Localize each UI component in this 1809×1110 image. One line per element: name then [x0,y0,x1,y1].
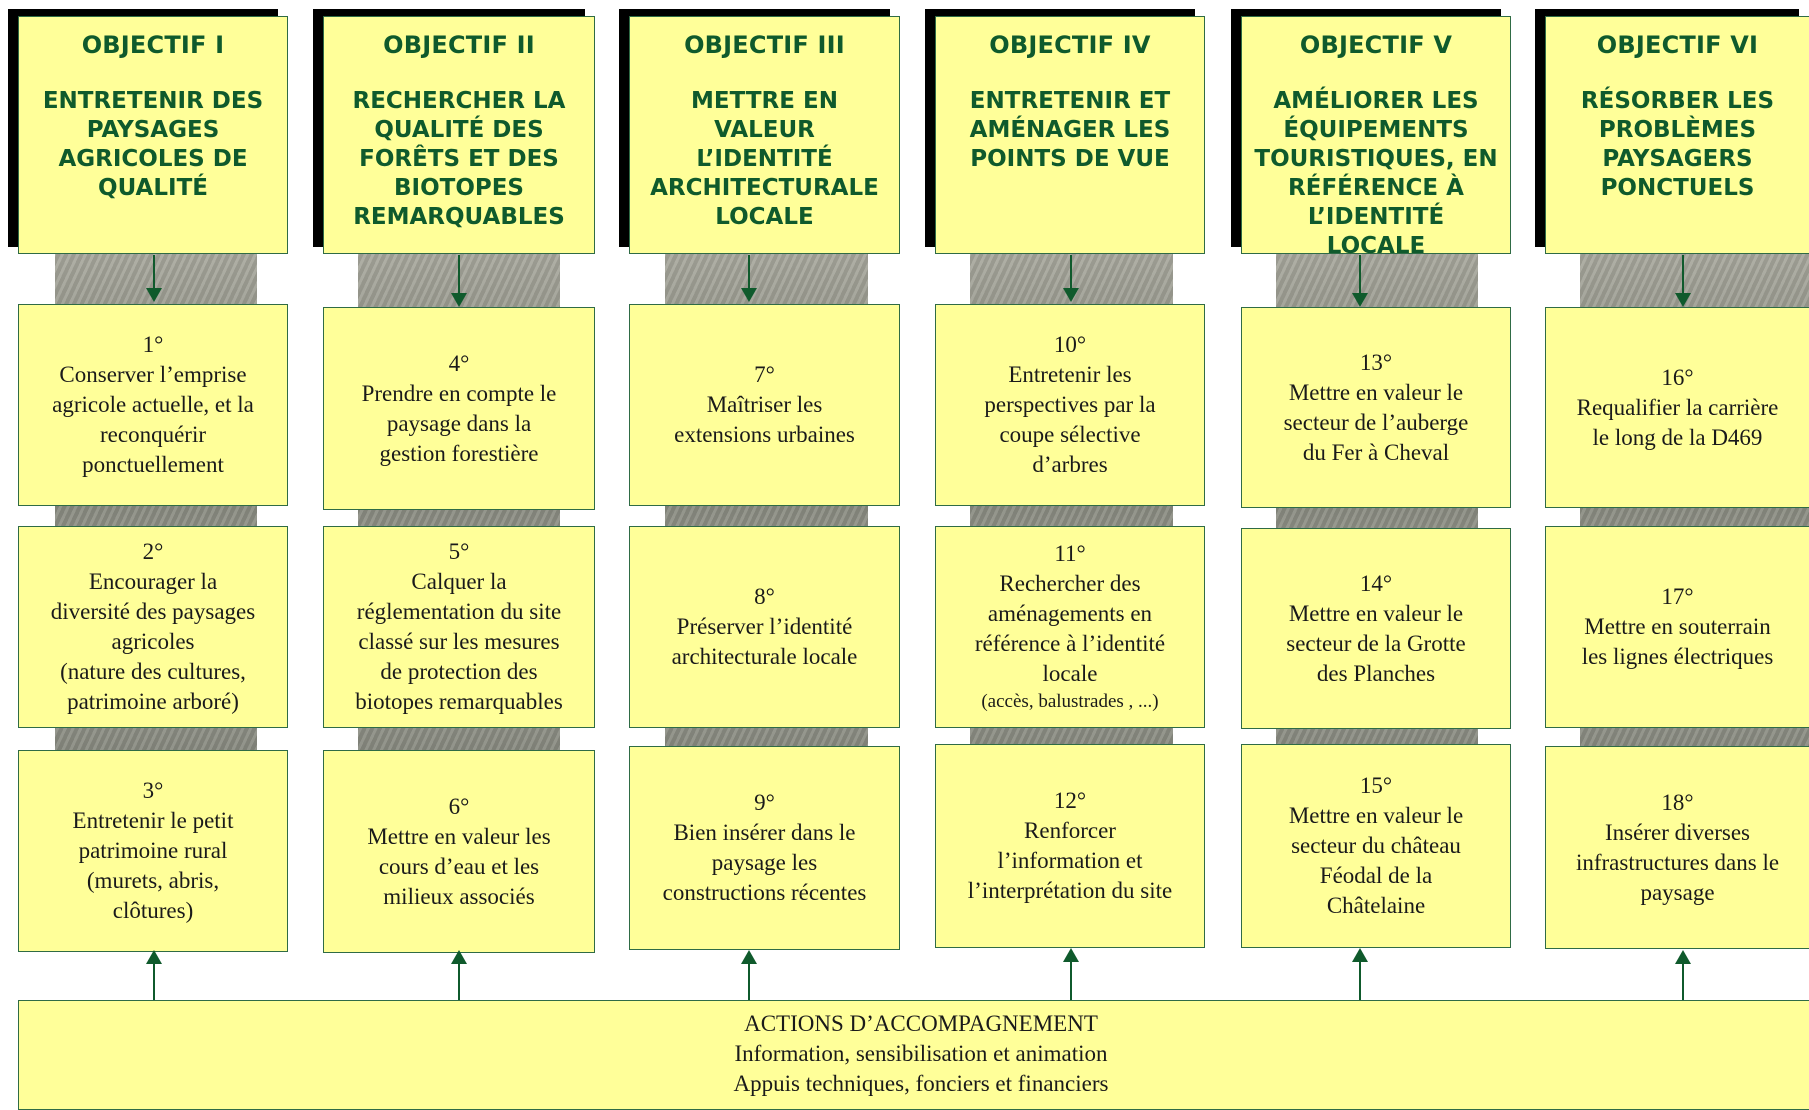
objective-column-1: OBJECTIF I ENTRETENIR DES PAYSAGES AGRIC… [18,0,323,1101]
measure-text: Mettre en valeur le secteur de l’auberge… [1283,379,1469,465]
measure-number: 14° [1359,570,1393,596]
measure-box-4: 4° Prendre en compte le paysage dans la … [323,307,595,510]
arrow-up-icon [146,950,162,1000]
objective-text: ENTRETENIR DES PAYSAGES AGRICOLES DE QUA… [42,88,264,201]
objective-title: OBJECTIF I [81,31,225,59]
measure-number: 11° [1054,541,1086,566]
measure-text: Requalifier la carrière le long de la D4… [1576,394,1779,450]
objective-text: RÉSORBER LES PROBLÈMES PAYSAGERS PONCTUE… [1580,88,1775,201]
measure-note: (accès, balustrades , ...) [981,691,1159,712]
objective-box-6: OBJECTIF VI RÉSORBER LES PROBLÈMES PAYSA… [1545,16,1809,254]
objective-box-3: OBJECTIF III METTRE EN VALEUR L’IDENTITÉ… [629,16,900,254]
objective-column-3: OBJECTIF III METTRE EN VALEUR L’IDENTITÉ… [629,0,934,1101]
measure-box-10: 10° Entretenir les perspectives par la c… [935,304,1205,506]
measure-box-13: 13° Mettre en valeur le secteur de l’aub… [1241,307,1511,508]
measure-number: 3° [142,778,164,803]
arrow-down-icon [1675,255,1691,307]
objective-column-6: OBJECTIF VI RÉSORBER LES PROBLÈMES PAYSA… [1545,0,1809,1101]
objective-column-4: OBJECTIF IV ENTRETENIR ET AMÉNAGER LES P… [935,0,1240,1101]
objective-text: METTRE EN VALEUR L’IDENTITÉ ARCHITECTURA… [650,88,879,230]
arrow-up-icon [1063,948,1079,1000]
arrow-up-icon [1675,950,1691,1000]
measure-number: 15° [1359,773,1393,798]
measure-text: Mettre en souterrain les lignes électriq… [1581,614,1774,669]
actions-title: ACTIONS D’ACCOMPAGNEMENT [744,1011,1098,1036]
actions-line-1: Information, sensibilisation et animatio… [734,1041,1108,1066]
objective-text: ENTRETENIR ET AMÉNAGER LES POINTS DE VUE [969,88,1171,172]
measure-text: Calquer la réglementation du site classé… [355,569,563,714]
arrow-down-icon [1352,255,1368,307]
measure-number: 8° [754,584,775,609]
measure-box-7: 7° Maîtriser les extensions urbaines [629,304,900,506]
measure-text: Préserver l’identité architecturale loca… [671,614,858,669]
measure-box-17: 17° Mettre en souterrain les lignes élec… [1545,526,1809,728]
objective-box-4: OBJECTIF IV ENTRETENIR ET AMÉNAGER LES P… [935,16,1205,254]
objective-column-2: OBJECTIF II RECHERCHER LA QUALITÉ DES FO… [323,0,628,1101]
measure-text: Bien insérer dans le paysage les constru… [662,820,867,905]
measure-text: Insérer diverses infrastructures dans le… [1575,819,1780,905]
measure-box-8: 8° Préserver l’identité architecturale l… [629,526,900,728]
measure-text: Prendre en compte le paysage dans la ges… [361,380,557,466]
objective-title: OBJECTIF V [1299,31,1453,59]
arrow-down-icon [741,255,757,302]
objective-title: OBJECTIF II [383,31,535,59]
measure-number: 4° [448,350,470,376]
objective-text: RECHERCHER LA QUALITÉ DES FORÊTS ET DES … [352,88,566,230]
measure-box-12: 12° Renforcer l’information et l’interpr… [935,744,1205,948]
arrow-up-icon [451,950,467,1000]
measure-number: 18° [1661,789,1694,815]
measure-box-15: 15° Mettre en valeur le secteur du châte… [1241,744,1511,948]
measure-number: 7° [754,362,775,387]
measure-text: Rechercher des aménagements en référence… [974,571,1166,686]
measure-box-6: 6° Mettre en valeur les cours d’eau et l… [323,750,595,953]
measure-text: Conserver l’emprise agricole actuelle, e… [52,362,254,477]
measure-text: Entretenir le petit patrimoine rural (mu… [72,808,234,923]
objective-title: OBJECTIF III [684,31,845,59]
objective-text: AMÉLIORER LES ÉQUIPEMENTS TOURISTIQUES, … [1254,88,1498,259]
measure-box-5: 5° Calquer la réglementation du site cla… [323,526,595,728]
measure-box-18: 18° Insérer diverses infrastructures dan… [1545,746,1809,949]
objective-box-1: OBJECTIF I ENTRETENIR DES PAYSAGES AGRIC… [18,16,288,254]
measure-number: 12° [1053,788,1087,813]
arrow-up-icon [741,950,757,1000]
arrow-up-icon [1352,948,1368,1000]
measure-box-9: 9° Bien insérer dans le paysage les cons… [629,746,900,950]
accompanying-actions-box: ACTIONS D’ACCOMPAGNEMENT Information, se… [18,1000,1809,1110]
measure-text: Entretenir les perspectives par la coupe… [984,362,1156,477]
arrow-down-icon [1063,255,1079,302]
measure-number: 13° [1359,349,1393,375]
measure-number: 5° [448,539,470,564]
measure-box-2: 2° Encourager la diversité des paysages … [18,526,288,728]
objective-title: OBJECTIF IV [989,31,1151,59]
measure-number: 10° [1053,332,1087,357]
measure-number: 1° [142,332,164,357]
measure-text: Mettre en valeur les cours d’eau et les … [367,823,551,909]
arrow-down-icon [451,255,467,307]
measure-box-11: 11° Rechercher des aménagements en référ… [935,526,1205,728]
measure-box-3: 3° Entretenir le petit patrimoine rural … [18,750,288,952]
measure-box-16: 16° Requalifier la carrière le long de l… [1545,307,1809,508]
objective-title: OBJECTIF VI [1596,31,1759,59]
measure-number: 16° [1661,364,1694,390]
measure-number: 6° [448,793,470,819]
objective-column-5: OBJECTIF V AMÉLIORER LES ÉQUIPEMENTS TOU… [1241,0,1546,1101]
measure-number: 2° [142,539,164,564]
measure-text: Mettre en valeur le secteur du château F… [1288,803,1464,918]
measure-text: Renforcer l’information et l’interprétat… [967,818,1173,903]
measure-text: Mettre en valeur le secteur de la Grotte… [1286,600,1466,686]
actions-line-2: Appuis techniques, fonciers et financier… [733,1071,1109,1096]
measure-number: 17° [1661,584,1694,609]
measure-number: 9° [754,790,775,815]
objective-box-5: OBJECTIF V AMÉLIORER LES ÉQUIPEMENTS TOU… [1241,16,1511,259]
measure-box-14: 14° Mettre en valeur le secteur de la Gr… [1241,528,1511,729]
measure-box-1: 1° Conserver l’emprise agricole actuelle… [18,304,288,506]
arrow-down-icon [146,255,162,302]
measure-text: Encourager la diversité des paysages agr… [50,569,256,714]
measure-text: Maîtriser les extensions urbaines [674,392,855,447]
objective-box-2: OBJECTIF II RECHERCHER LA QUALITÉ DES FO… [323,16,595,254]
